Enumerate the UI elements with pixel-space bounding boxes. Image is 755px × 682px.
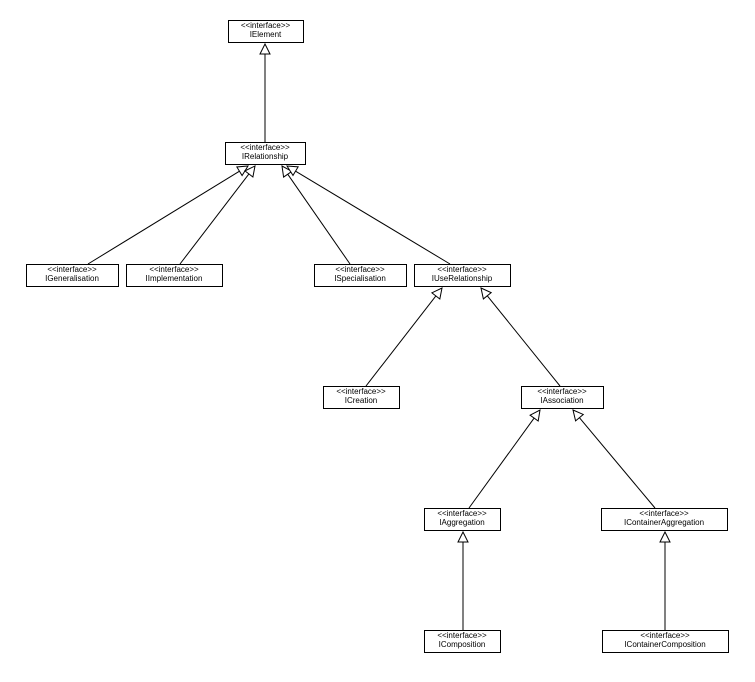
generalization-line: [486, 295, 561, 387]
class-box-border: [414, 264, 511, 287]
class-box-i-composition[interactable]: <<interface>>IComposition: [424, 630, 501, 653]
generalization-line: [179, 173, 250, 265]
edge-i-relationship-to-i-element: [259, 42, 271, 142]
class-box-border: [521, 386, 604, 409]
generalization-arrowhead-icon: [659, 530, 671, 543]
stereotype-label: <<interface>>: [640, 631, 690, 640]
class-name-label: IContainerAggregation: [624, 518, 704, 527]
class-name-label: IUseRelationship: [432, 274, 493, 283]
class-name-label: IElement: [250, 30, 282, 39]
class-name-label: IComposition: [439, 640, 486, 649]
stereotype-label: <<interface>>: [241, 21, 291, 30]
stereotype-label: <<interface>>: [639, 509, 689, 518]
class-box-i-container-composition[interactable]: <<interface>>IContainerComposition: [602, 630, 729, 653]
edge-i-container-aggregation-to-i-association: [572, 409, 656, 509]
class-box-border: [602, 630, 729, 653]
generalization-arrowhead-icon: [281, 165, 293, 178]
class-box-border: [126, 264, 223, 287]
edge-i-container-composition-to-i-container-aggregation: [659, 530, 671, 630]
class-box-i-generalisation[interactable]: <<interface>>IGeneralisation: [26, 264, 119, 287]
stereotype-label: <<interface>>: [437, 631, 487, 640]
class-box-i-association[interactable]: <<interface>>IAssociation: [521, 386, 604, 409]
stereotype-label: <<interface>>: [437, 509, 487, 518]
stereotype-label: <<interface>>: [47, 265, 97, 274]
generalization-line: [87, 170, 240, 265]
edge-i-implementation-to-i-relationship: [179, 165, 256, 265]
stereotype-label: <<interface>>: [240, 143, 290, 152]
generalization-arrowhead-icon: [244, 165, 256, 178]
class-name-label: IAssociation: [540, 396, 583, 405]
class-name-label: ISpecialisation: [334, 274, 386, 283]
generalization-line: [295, 170, 451, 265]
class-box-i-use-relationship[interactable]: <<interface>>IUseRelationship: [414, 264, 511, 287]
class-box-border: [424, 508, 501, 531]
generalization-arrowhead-icon: [572, 409, 585, 422]
class-box-i-creation[interactable]: <<interface>>ICreation: [323, 386, 400, 409]
class-box-border: [323, 386, 400, 409]
generalization-arrowhead-icon: [480, 287, 493, 300]
edge-i-association-to-i-use-relationship: [480, 287, 561, 387]
generalization-line: [287, 173, 351, 265]
stereotype-label: <<interface>>: [336, 387, 386, 396]
class-box-i-element[interactable]: <<interface>>IElement: [228, 20, 304, 43]
generalization-arrowhead-icon: [286, 165, 299, 177]
class-box-border: [314, 264, 407, 287]
class-box-i-relationship[interactable]: <<interface>>IRelationship: [225, 142, 306, 165]
edge-i-generalisation-to-i-relationship: [87, 165, 249, 265]
stereotype-label: <<interface>>: [537, 387, 587, 396]
generalization-line: [468, 417, 535, 509]
class-name-label: IContainerComposition: [624, 640, 705, 649]
class-name-label: ICreation: [345, 396, 377, 405]
nodes-layer: <<interface>>IElement<<interface>>IRelat…: [26, 20, 729, 653]
edge-i-specialisation-to-i-relationship: [281, 165, 351, 265]
stereotype-label: <<interface>>: [335, 265, 385, 274]
class-box-border: [225, 142, 306, 165]
class-box-i-implementation[interactable]: <<interface>>IImplementation: [126, 264, 223, 287]
edge-i-creation-to-i-use-relationship: [365, 287, 443, 387]
stereotype-label: <<interface>>: [437, 265, 487, 274]
edge-i-use-relationship-to-i-relationship: [286, 165, 451, 265]
class-box-i-aggregation[interactable]: <<interface>>IAggregation: [424, 508, 501, 531]
edges-layer: [87, 42, 671, 630]
edge-i-composition-to-i-aggregation: [457, 530, 469, 630]
generalization-arrowhead-icon: [457, 530, 469, 543]
class-name-label: IRelationship: [242, 152, 289, 161]
class-box-border: [601, 508, 728, 531]
generalization-line: [365, 295, 437, 387]
class-box-border: [424, 630, 501, 653]
class-box-border: [228, 20, 304, 43]
generalization-line: [579, 417, 656, 509]
class-name-label: IImplementation: [146, 274, 203, 283]
class-box-i-specialisation[interactable]: <<interface>>ISpecialisation: [314, 264, 407, 287]
class-box-border: [26, 264, 119, 287]
generalization-arrowhead-icon: [529, 409, 541, 422]
edge-i-aggregation-to-i-association: [468, 409, 541, 509]
stereotype-label: <<interface>>: [149, 265, 199, 274]
generalization-arrowhead-icon: [259, 42, 271, 55]
generalization-arrowhead-icon: [430, 287, 443, 300]
class-name-label: IAggregation: [439, 518, 484, 527]
class-box-i-container-aggregation[interactable]: <<interface>>IContainerAggregation: [601, 508, 728, 531]
class-name-label: IGeneralisation: [45, 274, 99, 283]
